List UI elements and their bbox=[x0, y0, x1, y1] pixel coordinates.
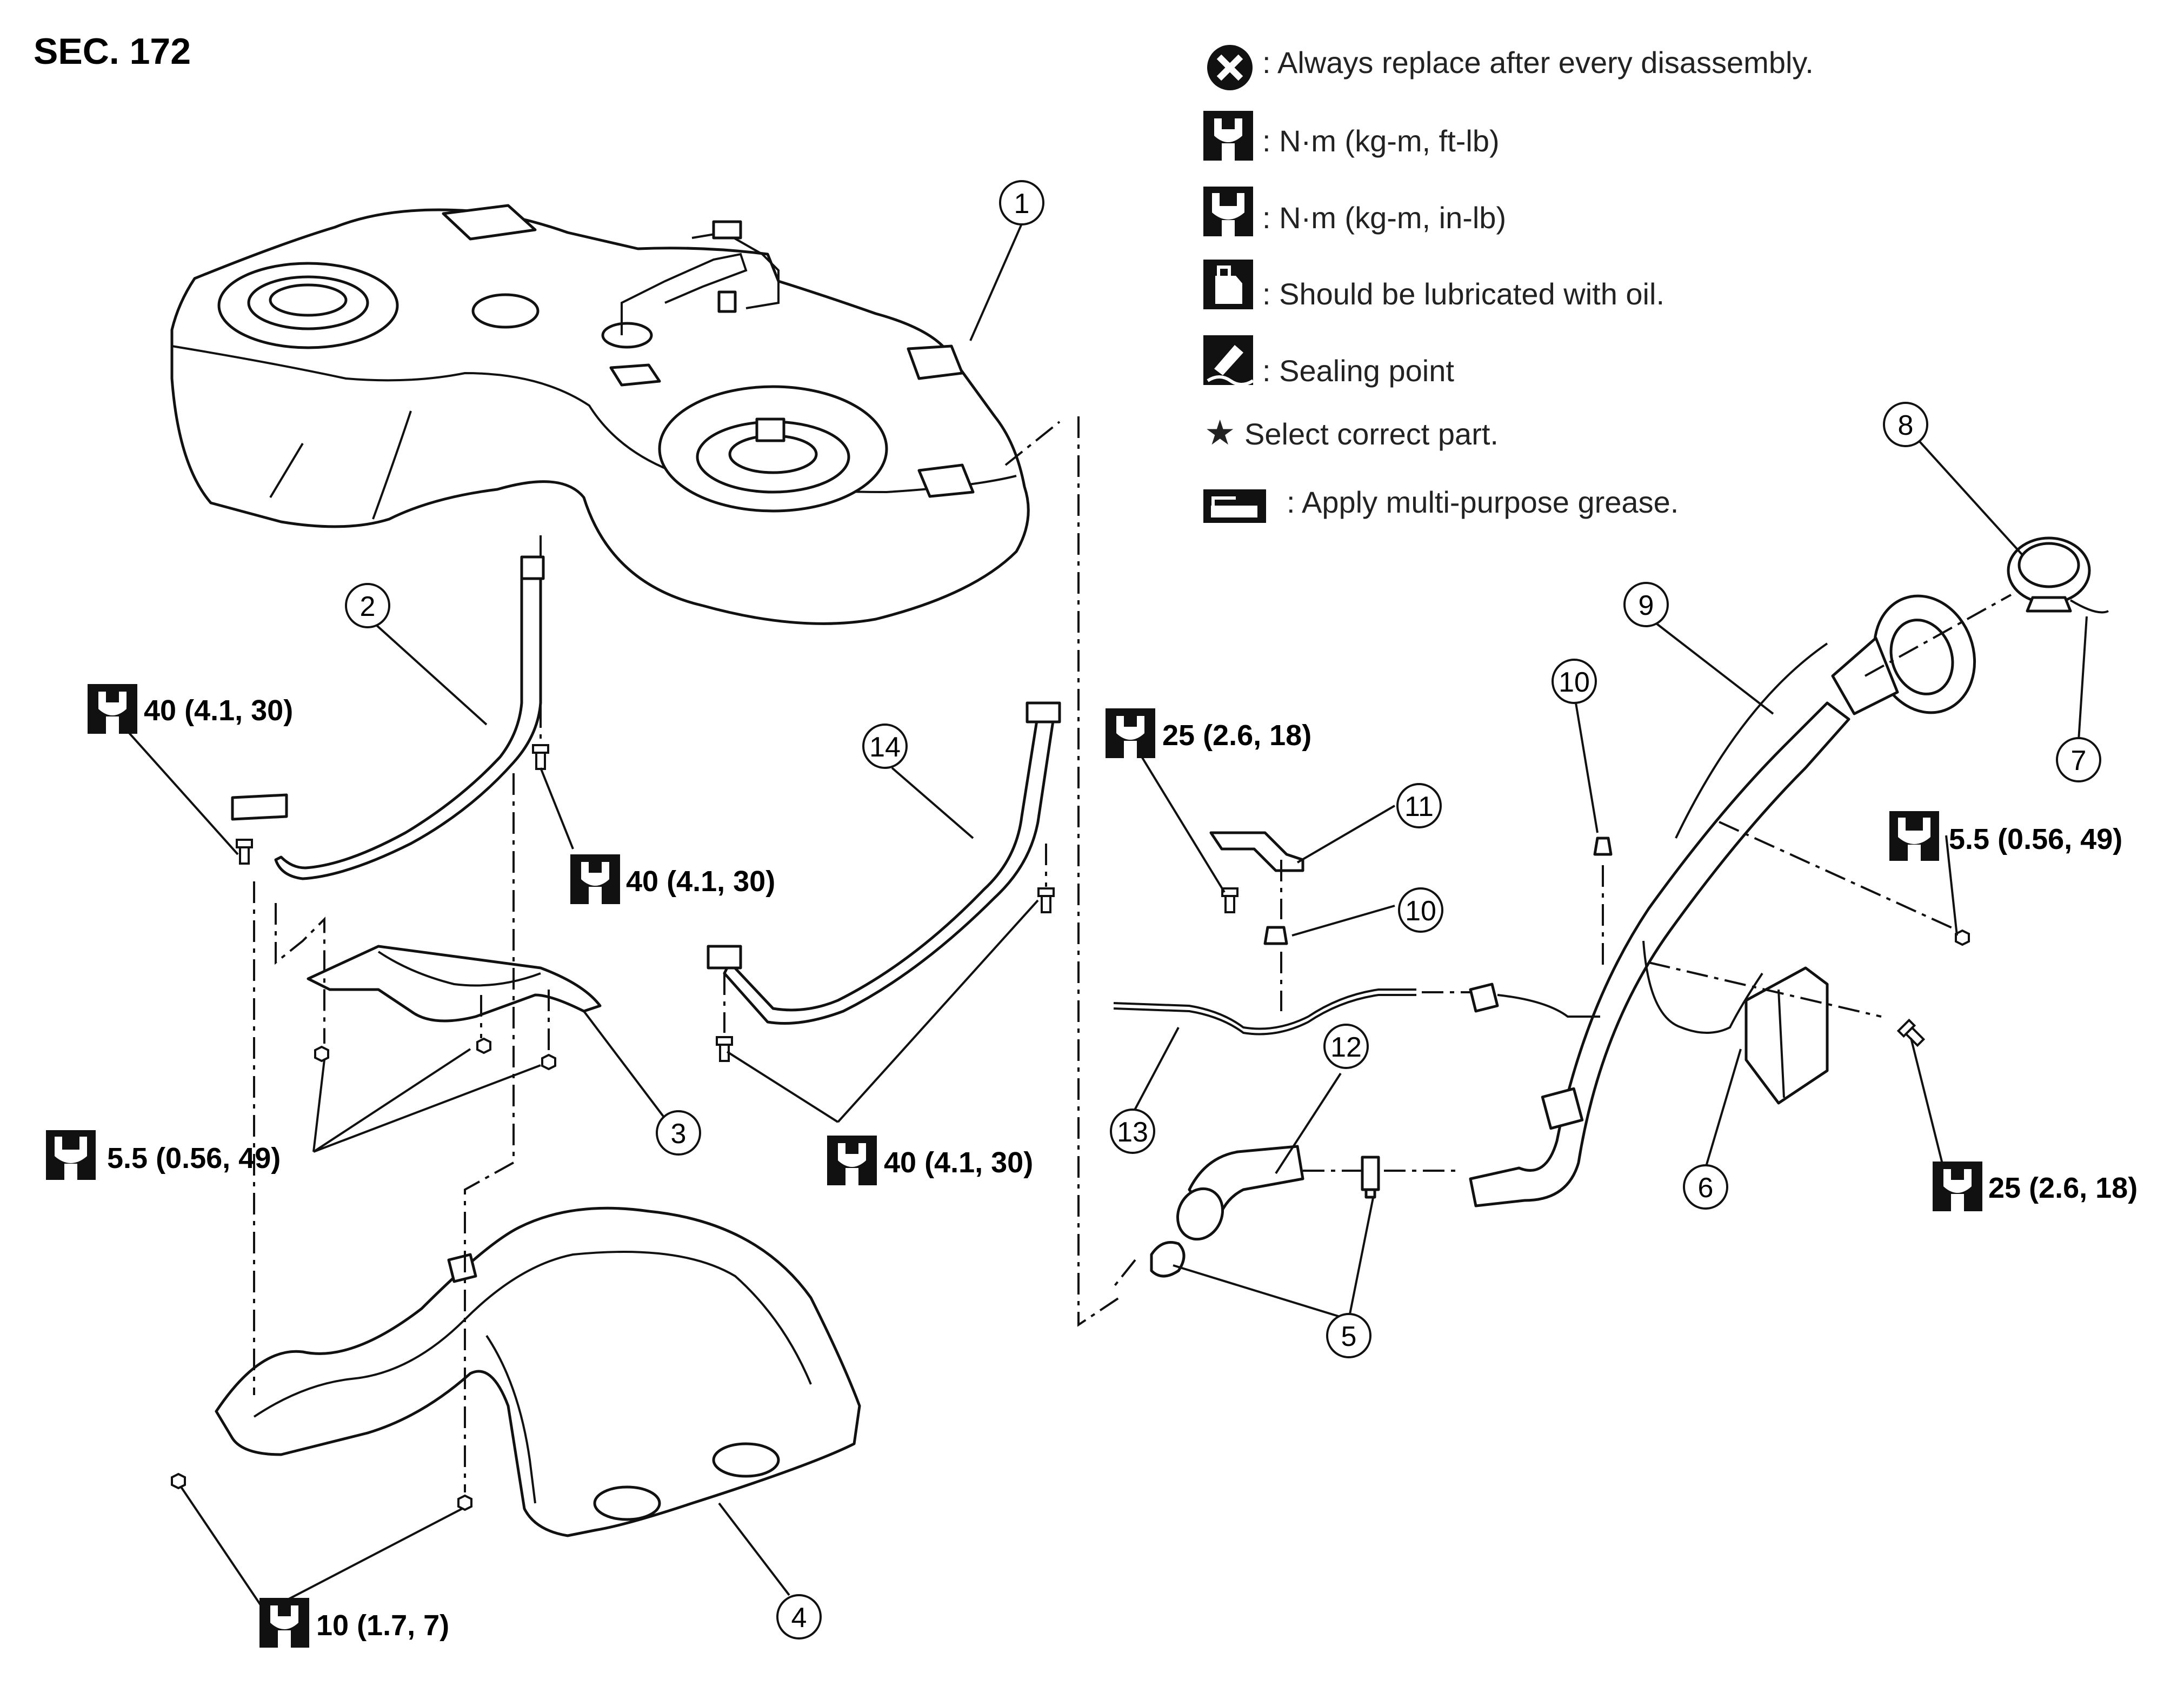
torque-spec-shield-nuts: 5.5 (0.56, 49) bbox=[46, 1130, 281, 1180]
legend-text-ft-lb: : N·m (kg-m, ft-lb) bbox=[1262, 124, 1500, 158]
torque-spec-protector: 10 (1.7, 7) bbox=[259, 1598, 449, 1648]
svg-text:14: 14 bbox=[869, 732, 901, 763]
strap-bolt-center bbox=[532, 744, 549, 770]
svg-text:25 (2.6, 18): 25 (2.6, 18) bbox=[1988, 1172, 2138, 1204]
callout-3: 3 bbox=[656, 1110, 701, 1156]
svg-text:40 (4.1, 30): 40 (4.1, 30) bbox=[884, 1146, 1033, 1179]
vent-hose bbox=[1113, 983, 1600, 1036]
svg-text:7: 7 bbox=[2071, 745, 2087, 777]
svg-text:11: 11 bbox=[1404, 791, 1434, 822]
oil-can-icon bbox=[1203, 260, 1253, 309]
svg-text:12: 12 bbox=[1330, 1032, 1362, 1063]
svg-text:40 (4.1, 30): 40 (4.1, 30) bbox=[144, 694, 293, 727]
callout-12: 12 bbox=[1323, 1024, 1369, 1069]
fuel-tank bbox=[170, 204, 1030, 625]
alignment-line bbox=[275, 903, 325, 1044]
fuel-filler-hose bbox=[1150, 1145, 1304, 1278]
svg-text:10 (1.7, 7): 10 (1.7, 7) bbox=[316, 1609, 449, 1642]
hose-clip-upper bbox=[1593, 837, 1613, 856]
tank-strap-left bbox=[231, 555, 545, 880]
legend-text-grease: : Apply multi-purpose grease. bbox=[1287, 485, 1679, 519]
section-divider-line bbox=[1077, 416, 1120, 1327]
torque-spec-filler-nut: 5.5 (0.56, 49) bbox=[1889, 811, 2122, 861]
svg-text:2: 2 bbox=[360, 591, 376, 622]
svg-text:9: 9 bbox=[1639, 590, 1654, 621]
svg-text:13: 13 bbox=[1117, 1117, 1148, 1148]
strap-bolt-right bbox=[1037, 887, 1055, 913]
leader-lines bbox=[121, 223, 2088, 1612]
callout-2: 2 bbox=[345, 583, 390, 628]
filler-tube bbox=[1469, 594, 1976, 1207]
alignment-line bbox=[1719, 821, 1957, 931]
callout-10-lower: 10 bbox=[1398, 887, 1443, 933]
alignment-line bbox=[464, 773, 515, 1492]
callout-14: 14 bbox=[862, 724, 908, 769]
protector-nut-1 bbox=[171, 1473, 186, 1489]
alignment-line bbox=[1004, 421, 1061, 466]
hose-clip bbox=[1263, 926, 1288, 945]
callout-6: 6 bbox=[1683, 1164, 1728, 1210]
svg-text:5.5 (0.56, 49): 5.5 (0.56, 49) bbox=[1949, 823, 2122, 855]
legend-text-sealing: : Sealing point bbox=[1262, 354, 1454, 388]
legend-text-select-part: Select correct part. bbox=[1244, 417, 1499, 451]
callout-11: 11 bbox=[1396, 783, 1442, 828]
protector-nut-2 bbox=[457, 1495, 472, 1511]
callout-9: 9 bbox=[1623, 582, 1669, 627]
grease-gun-icon bbox=[1203, 489, 1266, 523]
svg-text:4: 4 bbox=[791, 1602, 807, 1634]
callout-10-upper: 10 bbox=[1552, 659, 1597, 704]
legend: : Always replace after every disassembly… bbox=[1203, 45, 1814, 523]
svg-text:10: 10 bbox=[1559, 667, 1590, 698]
strap-bolt-left bbox=[236, 839, 253, 865]
torque-wrench-in-lb-icon bbox=[1203, 187, 1253, 236]
svg-text:5.5 (0.56, 49): 5.5 (0.56, 49) bbox=[107, 1142, 281, 1174]
shield-nut-3 bbox=[541, 1054, 556, 1070]
torque-spec-strap-left: 40 (4.1, 30) bbox=[88, 684, 293, 734]
filler-tube-nut bbox=[1955, 930, 1970, 946]
torque-spec-filler-bracket: 25 (2.6, 18) bbox=[1933, 1162, 2138, 1211]
hose-clamp bbox=[1361, 1156, 1380, 1199]
torque-spec-strap-center: 40 (4.1, 30) bbox=[570, 854, 775, 904]
svg-text:1: 1 bbox=[1014, 188, 1030, 220]
filler-tube-bracket bbox=[1744, 966, 1829, 1105]
section-label: SEC. 172 bbox=[34, 31, 191, 72]
svg-text:40 (4.1, 30): 40 (4.1, 30) bbox=[626, 865, 775, 898]
sealing-point-icon bbox=[1203, 335, 1254, 386]
callout-8: 8 bbox=[1883, 402, 1928, 447]
callout-4: 4 bbox=[776, 1594, 822, 1640]
hose-bracket bbox=[1209, 831, 1304, 872]
always-replace-icon bbox=[1207, 45, 1253, 90]
shield-nut-1 bbox=[314, 1046, 329, 1062]
legend-text-always-replace: : Always replace after every disassembly… bbox=[1262, 45, 1814, 79]
shield-nut-2 bbox=[476, 1038, 491, 1054]
torque-spec-hose-bracket: 25 (2.6, 18) bbox=[1106, 708, 1311, 758]
legend-text-oil: : Should be lubricated with oil. bbox=[1262, 277, 1664, 311]
alignment-line bbox=[1648, 961, 1882, 1018]
svg-text:25 (2.6, 18): 25 (2.6, 18) bbox=[1162, 719, 1311, 752]
torque-wrench-ft-lb-icon bbox=[1203, 111, 1253, 161]
alignment-line bbox=[1865, 594, 2012, 677]
callout-7: 7 bbox=[2056, 737, 2101, 782]
torque-spec-strap-right: 40 (4.1, 30) bbox=[827, 1136, 1033, 1185]
heat-shield bbox=[307, 945, 602, 1023]
strap-bolt-rear bbox=[716, 1036, 733, 1062]
callout-5: 5 bbox=[1326, 1313, 1371, 1358]
legend-text-in-lb: : N·m (kg-m, in-lb) bbox=[1262, 201, 1506, 235]
svg-text:5: 5 bbox=[1341, 1321, 1357, 1352]
tank-strap-right bbox=[707, 701, 1061, 1025]
star-icon: ★ bbox=[1204, 413, 1235, 452]
alignment-line bbox=[1113, 1259, 1136, 1288]
svg-text:3: 3 bbox=[671, 1118, 687, 1150]
svg-text:8: 8 bbox=[1898, 410, 1914, 441]
fuel-filler-cap bbox=[2007, 536, 2109, 614]
tank-protector bbox=[215, 1206, 861, 1537]
svg-text:6: 6 bbox=[1698, 1172, 1714, 1204]
svg-text:10: 10 bbox=[1405, 895, 1436, 927]
callout-1: 1 bbox=[999, 180, 1044, 225]
callout-13: 13 bbox=[1110, 1109, 1155, 1154]
